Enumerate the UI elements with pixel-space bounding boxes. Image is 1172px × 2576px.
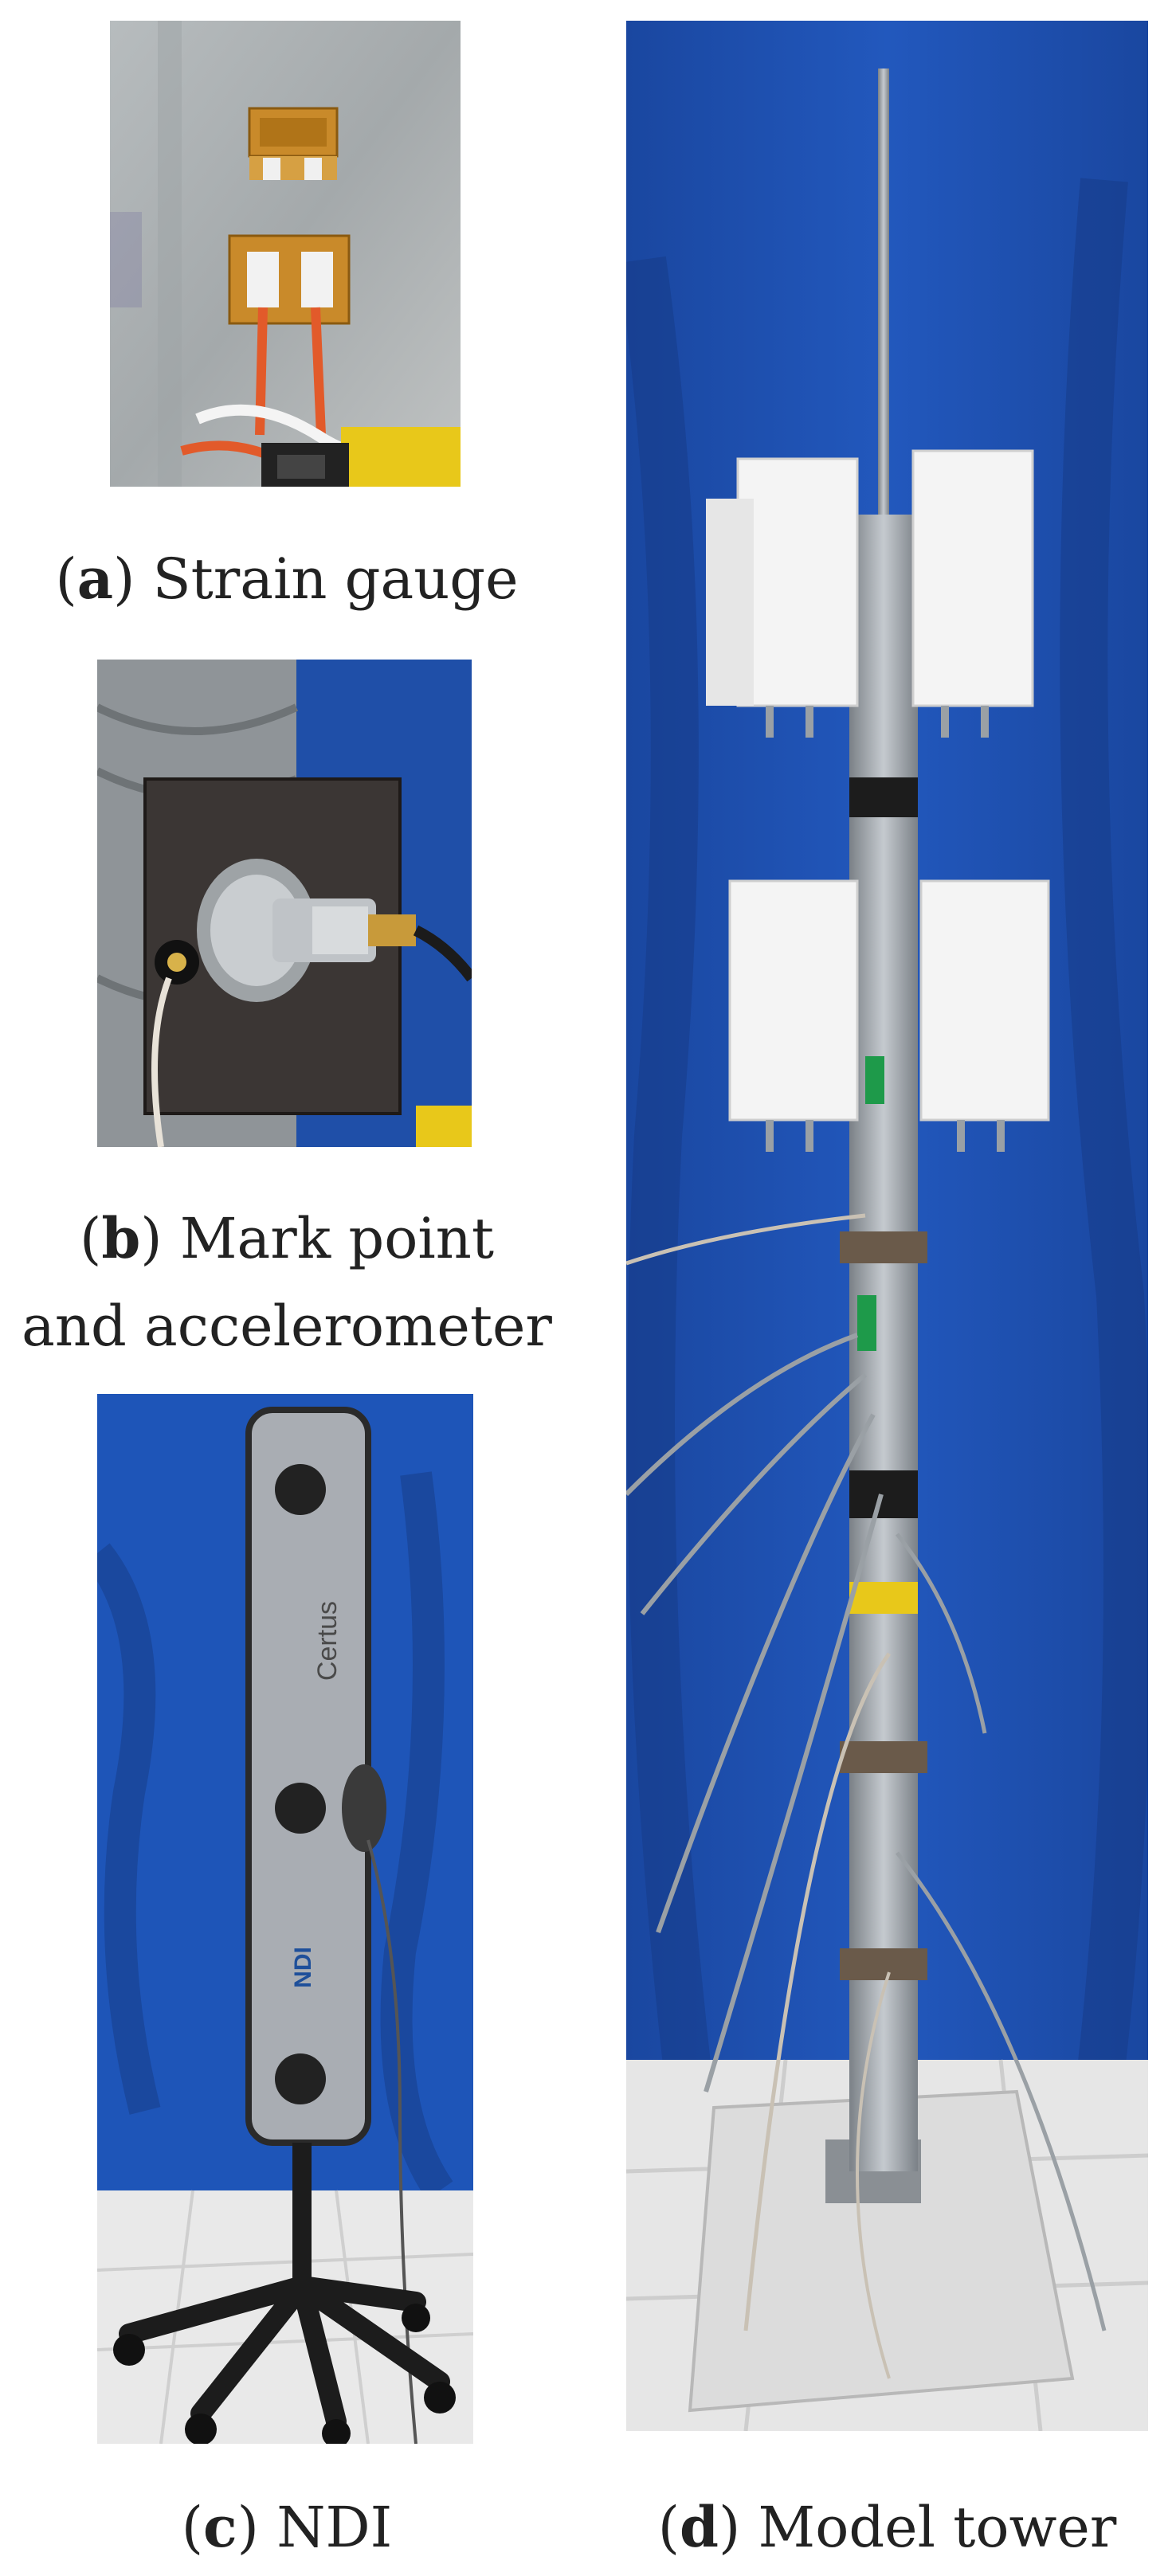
caption-text-a: Strain gauge xyxy=(152,546,519,612)
device-logo-text: NDI xyxy=(290,1947,316,1988)
strain-gauge-illustration xyxy=(110,21,461,487)
caption-text-c: NDI xyxy=(276,2495,393,2560)
caption-model-tower: (d) Model tower xyxy=(657,2494,1117,2560)
device-label-text: Certus xyxy=(312,1601,343,1681)
caption-accelerometer-line1: (b) Mark point xyxy=(80,1205,494,1271)
photo-accelerometer xyxy=(97,660,472,1147)
caption-accelerometer-line2: and accelerometer xyxy=(22,1294,552,1359)
caption-ndi: (c) NDI xyxy=(181,2494,393,2560)
photo-model-tower xyxy=(626,21,1148,2431)
caption-letter-b: b xyxy=(101,1205,141,1271)
caption-letter-d: d xyxy=(680,2494,719,2560)
model-tower-illustration xyxy=(626,21,1148,2431)
photo-ndi-device: Certus NDI xyxy=(97,1394,473,2444)
accelerometer-illustration xyxy=(97,660,472,1147)
caption-text-b1: Mark point xyxy=(179,1206,494,1271)
caption-text-d: Model tower xyxy=(758,2495,1117,2560)
caption-strain-gauge: (a) Strain gauge xyxy=(55,546,519,612)
caption-letter-c: c xyxy=(203,2494,237,2560)
caption-letter-a: a xyxy=(76,546,114,612)
ndi-illustration: Certus NDI xyxy=(97,1394,473,2444)
photo-strain-gauge xyxy=(110,21,461,487)
